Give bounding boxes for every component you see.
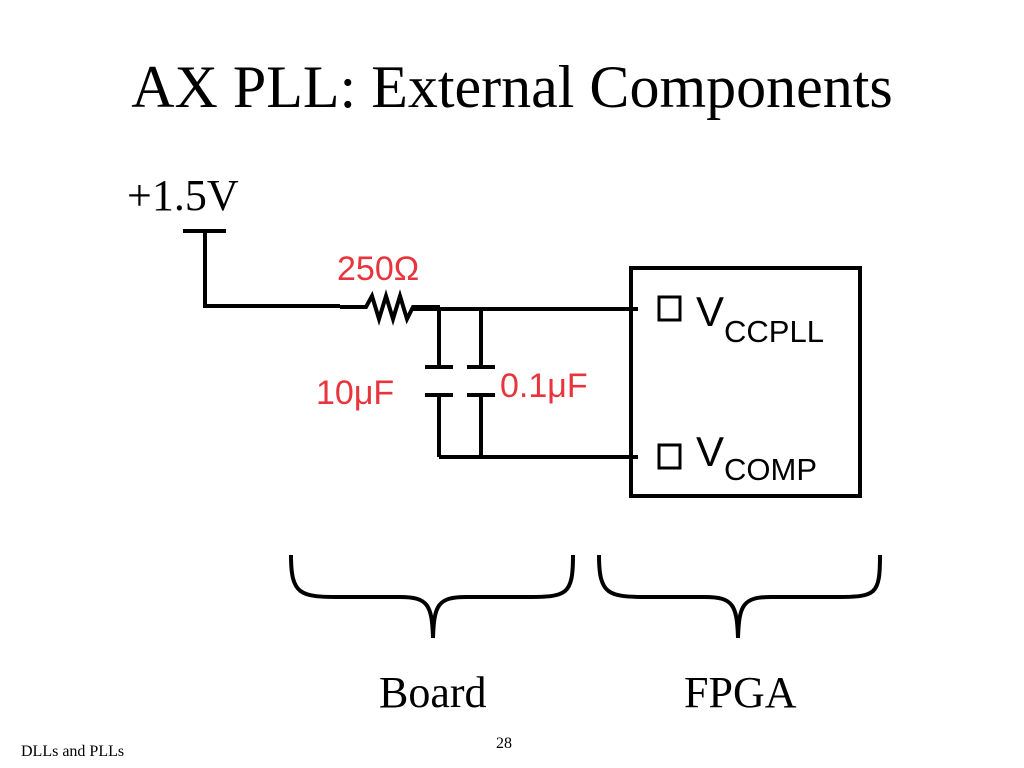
cap-10uf-label: 10μF — [316, 374, 394, 412]
vcomp-pin-subscript: COMP — [724, 452, 817, 487]
supply-wire — [203, 231, 340, 308]
supply-label: +1.5V — [127, 171, 239, 220]
fpga-box — [629, 266, 862, 498]
resistor-symbol — [340, 289, 440, 326]
resistor-label: 250Ω — [337, 250, 419, 288]
board-brace — [289, 554, 575, 639]
board-region-label: Board — [379, 668, 487, 717]
vccpll-pin-main: V — [696, 288, 724, 335]
page-number: 28 — [496, 735, 512, 752]
fpga-region-label: FPGA — [684, 668, 797, 717]
cap-01uf-label: 0.1μF — [500, 367, 588, 405]
footer-left-text: DLLs and PLLs — [21, 743, 125, 760]
fpga-brace — [597, 554, 882, 639]
vccpll-pin-label: VCCPLL — [696, 288, 824, 349]
vcomp-pin-square — [657, 443, 682, 470]
slide-title: AX PLL: External Components — [131, 54, 893, 120]
vcomp-pin-label: VCOMP — [696, 428, 817, 487]
vccpll-pin-square — [657, 295, 682, 322]
vcomp-pin-main: V — [696, 428, 724, 475]
vccpll-pin-subscript: CCPLL — [724, 314, 824, 349]
